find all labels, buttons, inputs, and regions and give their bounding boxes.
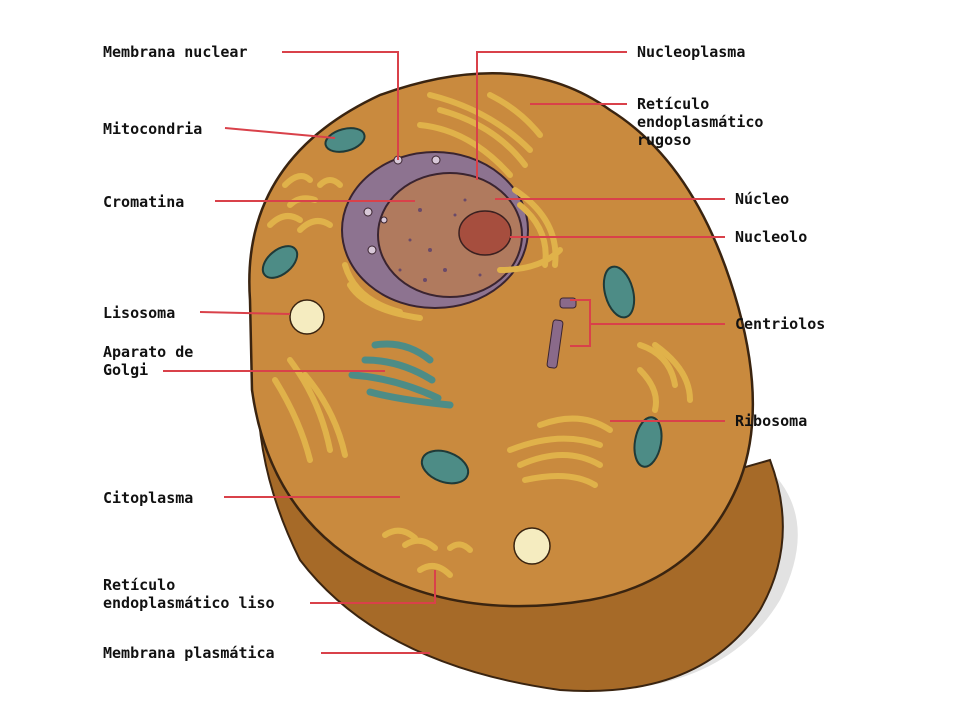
label-reticulo-liso: Retículo endoplasmático liso [103,576,275,612]
label-centriolos: Centriolos [735,315,826,333]
leader-lines [163,51,725,654]
label-nucleolo: Nucleolo [735,228,808,246]
label-lisosoma: Lisosoma [103,304,176,322]
label-membrana-nuclear: Membrana nuclear [103,43,248,61]
label-citoplasma: Citoplasma [103,489,194,507]
golgi-apparatus [348,340,454,409]
label-mitocondria: Mitocondria [103,120,203,138]
label-reticulo-rugoso-line1: Retículo [637,95,710,113]
label-aparato-golgi-line1: Aparato de [103,343,194,361]
label-reticulo-rugoso-line2: endoplasmático [637,113,764,131]
label-cromatina: Cromatina [103,193,185,211]
lysosome-2 [513,527,551,565]
label-membrana-plasmatica: Membrana plasmática [103,644,275,662]
label-nucleoplasma: Nucleoplasma [637,43,746,61]
lysosome [289,299,325,335]
label-reticulo-rugoso: Retículo endoplasmático rugoso [637,95,763,149]
mitochondria [261,127,663,485]
smooth-er-lower [382,527,473,578]
label-nucleo: Núcleo [735,190,790,208]
rough-er [342,92,563,321]
chromatin [398,198,482,282]
label-aparato-golgi-line2: Golgi [103,361,149,379]
label-reticulo-rugoso-line3: rugoso [637,131,692,149]
plasma-membrane [248,72,755,608]
smooth-er-left [267,173,343,233]
er-lower [272,342,693,488]
label-reticulo-liso-line2: endoplasmático liso [103,594,275,612]
label-reticulo-liso-line1: Retículo [103,576,176,594]
nucleus [377,172,523,298]
nucleolus [458,210,512,256]
label-ribosoma: Ribosoma [735,412,808,430]
label-aparato-golgi: Aparato de Golgi [103,343,193,379]
